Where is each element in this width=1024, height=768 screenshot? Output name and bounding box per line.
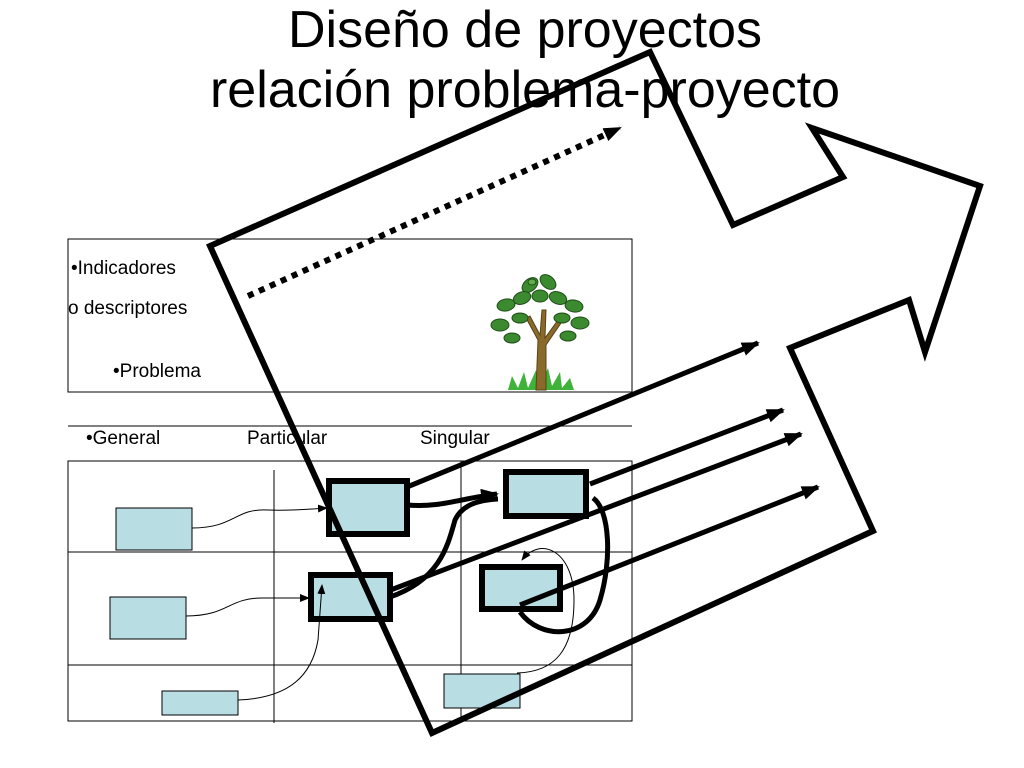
grid-frame xyxy=(67,460,633,722)
problema-label: •Problema xyxy=(113,361,201,382)
dotted-arrow xyxy=(246,125,622,299)
title-line-1: Diseño de proyectos xyxy=(287,1,763,59)
big-project-arrow xyxy=(206,48,984,737)
connector-particular1-singular1 xyxy=(406,488,499,509)
arrow-long-1 xyxy=(406,340,760,490)
descriptores-label: o descriptores xyxy=(68,298,188,319)
general-box-2 xyxy=(109,596,187,640)
connector-singular-loop-thick xyxy=(517,495,611,635)
connector-general2-particular2 xyxy=(185,594,310,617)
singular-box-3 xyxy=(443,673,521,709)
column-general-label: •General xyxy=(86,428,161,449)
arrow-long-4 xyxy=(519,484,820,608)
singular-box-1 xyxy=(503,469,589,519)
column-particular-label: Particular xyxy=(247,428,328,449)
indicadores-label: •Indicadores xyxy=(71,258,176,279)
page-title: Diseño de proyectos relación problema-pr… xyxy=(0,0,1024,120)
connector-general1-particular1 xyxy=(191,504,328,529)
connector-general3-particular2 xyxy=(237,584,326,701)
arrow-long-2 xyxy=(589,407,785,487)
column-singular-label: Singular xyxy=(420,428,490,449)
connector-singular-loop-thin xyxy=(516,548,575,674)
arrow-long-3 xyxy=(387,431,803,594)
title-line-2: relación problema-proyecto xyxy=(209,61,841,119)
problem-box xyxy=(67,238,633,393)
general-box-3 xyxy=(161,690,239,716)
tree-icon xyxy=(490,274,590,391)
general-box-1 xyxy=(115,507,193,551)
